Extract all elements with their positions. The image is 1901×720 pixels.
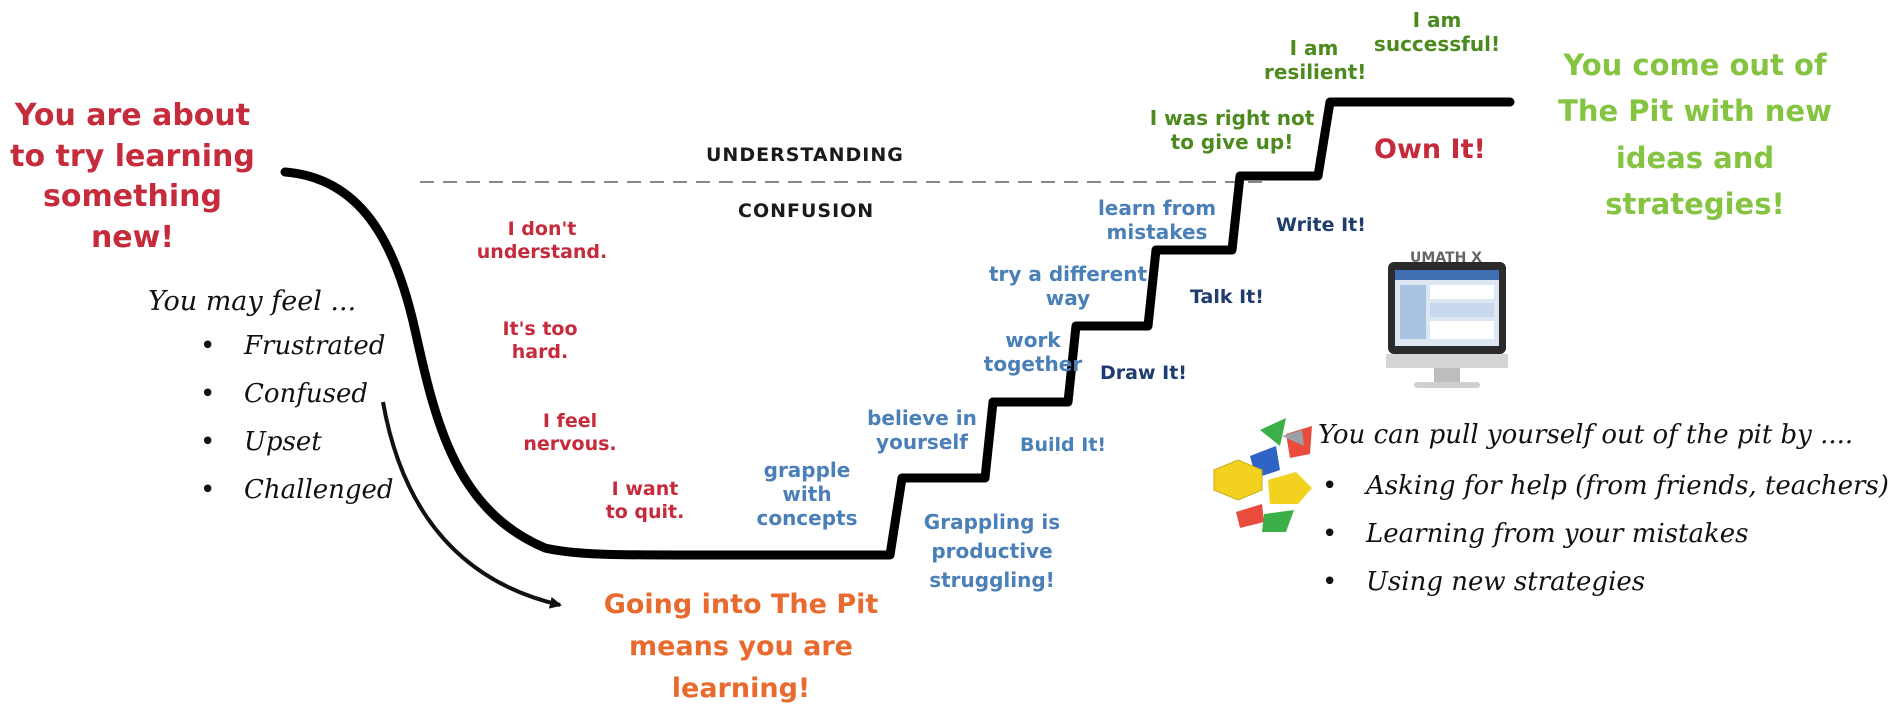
confusion-label: CONFUSION [738, 200, 875, 222]
thought-too-hard: It's too hard. [502, 318, 578, 363]
pit-message: Going into The Pit means you are learnin… [603, 589, 879, 704]
outcome-text: You come out of The Pit with new ideas a… [1558, 48, 1832, 222]
climb-step-grapple: grapple with concepts [756, 458, 858, 530]
pattern-blocks-icon [1213, 418, 1312, 532]
feel-item: Confused [200, 370, 394, 418]
pull-out-item: Using new strategies [1322, 558, 1889, 606]
feel-item: Upset [200, 418, 394, 466]
understanding-label: UNDERSTANDING [706, 144, 904, 166]
logo-text: UMATH X [1410, 250, 1482, 266]
pull-out-heading: You can pull yourself out of the pit by … [1318, 420, 1854, 450]
achievement-resilient: I am resilient! [1264, 36, 1367, 84]
climb-step-believe: believe in yourself [867, 406, 977, 454]
pull-out-item: Learning from your mistakes [1322, 510, 1889, 558]
feel-list: Frustrated Confused Upset Challenged [200, 322, 394, 514]
thought-dont-understand: I don't understand. [476, 218, 608, 263]
climb-step-learn-mistakes: learn from mistakes [1097, 196, 1217, 244]
pull-out-item: Asking for help (from friends, teachers) [1322, 462, 1889, 510]
process-build-it: Build It! [1020, 434, 1107, 456]
process-own-it: Own It! [1374, 134, 1486, 165]
intro-text: You are about to try learning something … [10, 98, 255, 255]
pit-curve [280, 97, 1515, 560]
process-draw-it: Draw It! [1100, 362, 1187, 384]
achievement-right-not-give-up: I was right not to give up! [1149, 106, 1315, 154]
feel-item: Frustrated [200, 322, 394, 370]
grappling-note: Grappling is productive struggling! [923, 510, 1061, 592]
thought-nervous: I feel nervous. [523, 410, 617, 455]
thought-quit: I want to quit. [605, 478, 685, 523]
computer-monitor-icon [1386, 262, 1508, 388]
achievement-successful: I am successful! [1373, 8, 1501, 56]
climb-step-work-together: work together [983, 328, 1083, 376]
pull-out-list: Asking for help (from friends, teachers)… [1322, 462, 1889, 606]
climb-step-different-way: try a different way [988, 262, 1148, 310]
process-talk-it: Talk It! [1190, 286, 1264, 308]
process-write-it: Write It! [1276, 214, 1366, 236]
feel-heading: You may feel ... [148, 286, 357, 317]
feel-item: Challenged [200, 466, 394, 514]
